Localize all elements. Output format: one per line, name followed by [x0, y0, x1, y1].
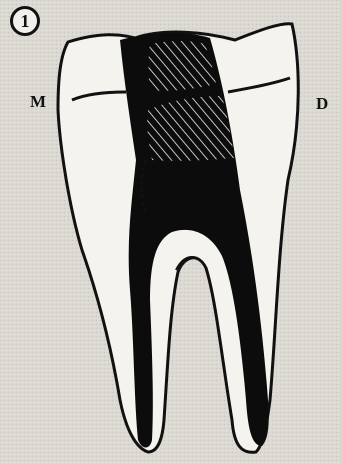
figure-number-badge: 1	[10, 6, 40, 36]
figure-number-text: 1	[21, 11, 30, 32]
hatched-region-upper	[149, 41, 217, 91]
mesial-label: M	[30, 92, 46, 112]
distal-label: D	[316, 94, 328, 114]
hatched-region-lower	[147, 96, 234, 161]
